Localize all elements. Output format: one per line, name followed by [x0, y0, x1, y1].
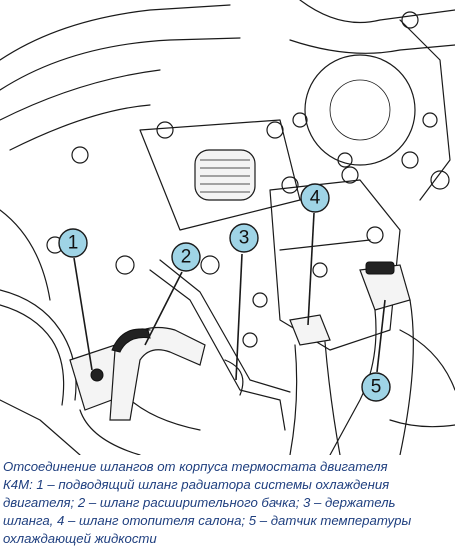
callout-2: 2 [144, 242, 201, 346]
caption-line-2: К4М: 1 – подводящий шланг радиатора сист… [3, 477, 390, 492]
callout-3: 3 [229, 223, 259, 381]
callout-5: 5 [361, 299, 391, 402]
caption-line-5: охлаждающей жидкости [3, 531, 157, 546]
callout-1: 1 [58, 228, 93, 371]
engine-diagram: 1 2 3 4 5 [0, 0, 455, 455]
callout-4: 4 [300, 183, 330, 326]
caption-line-3: двигателя; 2 – шланг расширительного бач… [3, 495, 396, 510]
engine-linework [0, 0, 455, 455]
callout-3-label: 3 [239, 228, 250, 249]
callout-5-label: 5 [371, 377, 382, 398]
caption-line-4: шланга, 4 – шланг отопителя салона; 5 – … [3, 513, 412, 528]
caption-line-1: Отсоединение шлангов от корпуса термоста… [3, 459, 388, 474]
figure-caption: Отсоединение шлангов от корпуса термоста… [3, 458, 453, 548]
callout-2-label: 2 [181, 247, 192, 268]
callout-4-label: 4 [310, 188, 321, 209]
callout-1-label: 1 [68, 233, 79, 254]
